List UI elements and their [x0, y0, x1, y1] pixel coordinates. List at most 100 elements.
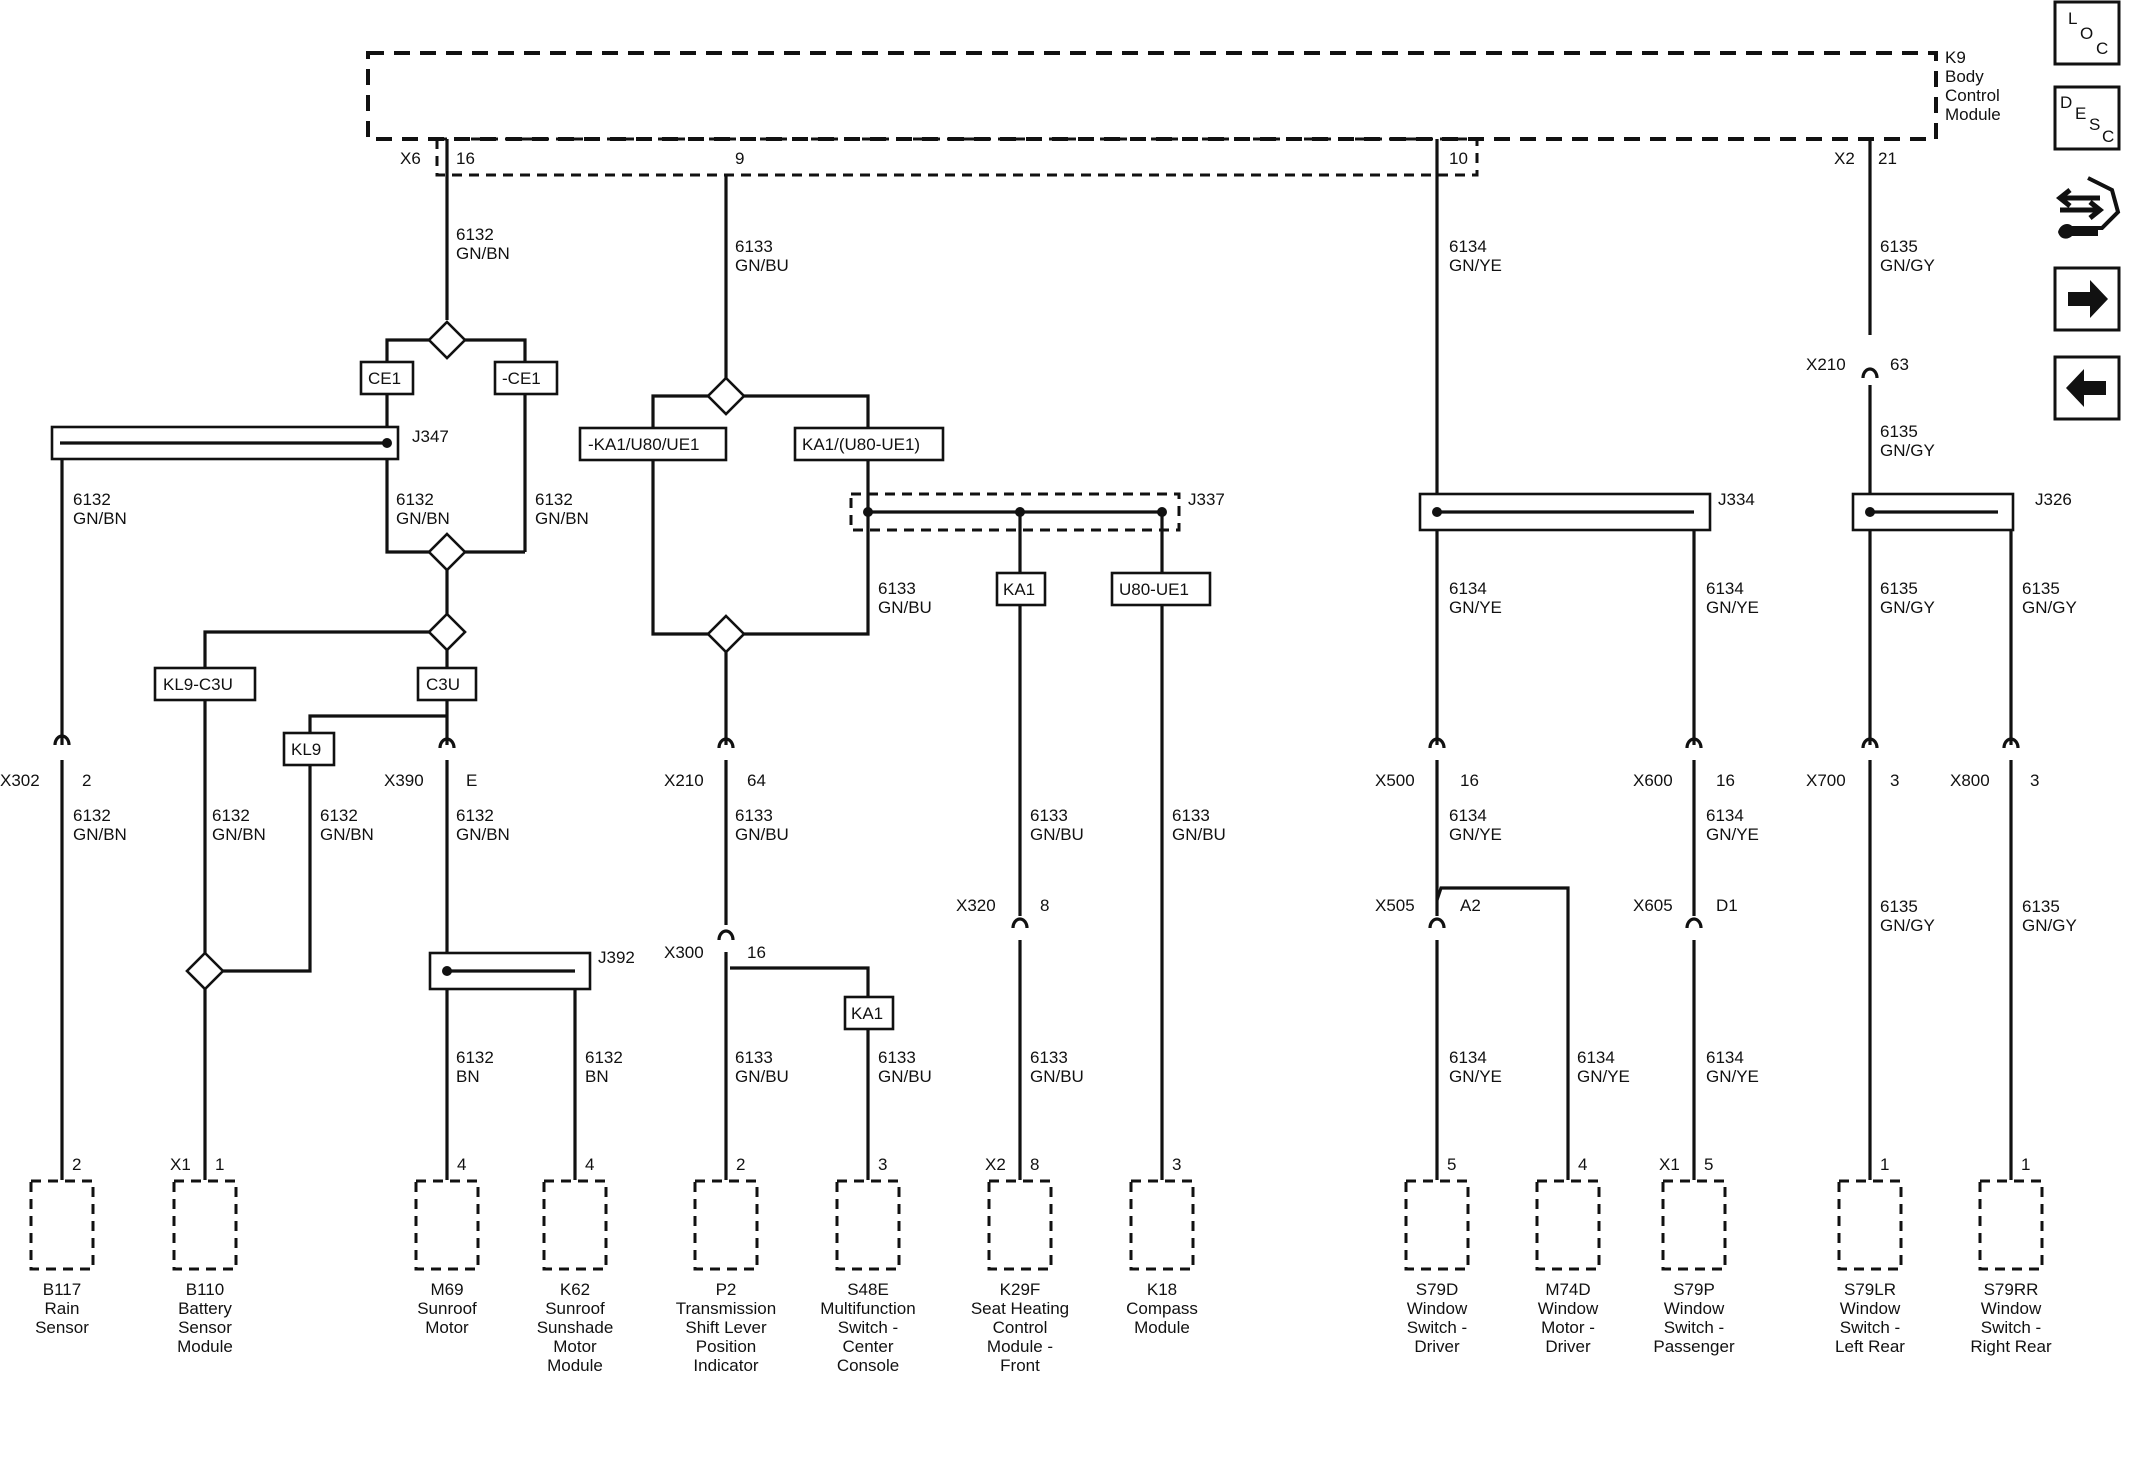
connector-pin: 64 [747, 771, 766, 790]
bcm-name-2: Control [1945, 86, 2000, 105]
component-label-line: S48E [847, 1280, 889, 1299]
arrow-left-icon[interactable] [2053, 355, 2121, 421]
wire-label: GN/BN [212, 825, 266, 844]
connector-pin: 16 [1716, 771, 1735, 790]
wire-label: GN/BU [735, 1067, 789, 1086]
wire-label: GN/BN [73, 825, 127, 844]
connector-pin: 8 [1040, 896, 1049, 915]
loc-button[interactable]: L O C [2053, 0, 2121, 66]
option-label: KL9-C3U [163, 675, 233, 694]
component-pin: 2 [736, 1155, 745, 1174]
connector-x300 [717, 929, 735, 941]
component-label-line: Center [842, 1337, 893, 1356]
option-label: -CE1 [502, 369, 541, 388]
component-label-line: Motor [425, 1318, 469, 1337]
arrow-right-icon[interactable] [2053, 266, 2121, 332]
component-label-line: Seat Heating [971, 1299, 1069, 1318]
component-box [1404, 1179, 1470, 1271]
component-label-line: K29F [1000, 1280, 1041, 1299]
component-label-line: Sunroof [417, 1299, 477, 1318]
component-label-line: Module - [987, 1337, 1053, 1356]
component-label-line: Window [1981, 1299, 2042, 1318]
connector-pin: D1 [1716, 896, 1738, 915]
option-diamond [706, 376, 746, 416]
bcm-name-1: Body [1945, 67, 1984, 86]
connector-pin: 2 [82, 771, 91, 790]
wire-label: 6134 [1577, 1048, 1615, 1067]
component-label-line: Console [837, 1356, 899, 1375]
component-label-line: Motor - [1541, 1318, 1595, 1337]
circuit-6134: 6134 GN/YE J334 6134 GN/YE 6134 GN/YE X5… [1375, 139, 1759, 1180]
wire-label: GN/BU [1030, 1067, 1084, 1086]
circuit-6132: 6132 GN/BN CE1 -CE1 J347 6132 GN/BN X302… [0, 139, 635, 1180]
wire-label: 6134 [1449, 1048, 1487, 1067]
option-label: CE1 [368, 369, 401, 388]
body-control-module: K9 Body Control Module X6 16 9 10 X2 21 [366, 48, 2001, 177]
option-label: KA1 [1003, 580, 1035, 599]
connector-x210-64 [717, 737, 735, 749]
splice-label: J392 [598, 948, 635, 967]
wire-label: 6134 [1706, 806, 1744, 825]
loc-letter: L [2068, 9, 2077, 28]
wire-label: 6135 [1880, 422, 1918, 441]
connector-pin: E [466, 771, 477, 790]
component-label-line: Switch - [1407, 1318, 1467, 1337]
component-label-line: P2 [716, 1280, 737, 1299]
circuit-6133: 6133 GN/BU -KA1/U80/UE1 KA1/(U80-UE1) 61… [578, 175, 1226, 1180]
component-pin: 3 [1172, 1155, 1181, 1174]
connector-pin: 16 [1460, 771, 1479, 790]
wire-label: 6132 [212, 806, 250, 825]
component-box [835, 1179, 901, 1271]
desc-button[interactable]: D E S C [2053, 85, 2121, 151]
component-label-line: Window [1407, 1299, 1468, 1318]
wire-label: 6133 [1172, 806, 1210, 825]
option-kl9 [282, 731, 336, 767]
component-label-line: Switch - [1981, 1318, 2041, 1337]
splice-label: J334 [1718, 490, 1755, 509]
pin-x6: X6 [400, 149, 421, 168]
connector-x700 [1861, 737, 1879, 749]
component-label-line: Window [1538, 1299, 1599, 1318]
component-connector: X2 [985, 1155, 1006, 1174]
option-diamond [427, 532, 467, 572]
component-label-line: S79D [1416, 1280, 1459, 1299]
wire-label: 6134 [1449, 237, 1487, 256]
option-ka1-u80-ue1 [793, 426, 945, 462]
wire-label: GN/GY [2022, 916, 2077, 935]
connector-pin: A2 [1460, 896, 1481, 915]
component-box [1129, 1179, 1195, 1271]
option-kl9-c3u [153, 666, 257, 702]
component-pin: 4 [585, 1155, 594, 1174]
component-pin: 4 [1578, 1155, 1587, 1174]
desc-letter: C [2102, 127, 2114, 146]
connector-pin: 3 [2030, 771, 2039, 790]
component-label-line: S79P [1673, 1280, 1715, 1299]
wire-label: GN/BU [735, 825, 789, 844]
connector-label: X302 [0, 771, 40, 790]
connector-pin: 16 [747, 943, 766, 962]
connector-label: X210 [664, 771, 704, 790]
wire-label: 6132 [320, 806, 358, 825]
connector-label: X320 [956, 896, 996, 915]
component-label-line: Driver [1545, 1337, 1591, 1356]
pin-x2: X2 [1834, 149, 1855, 168]
connector-label: X600 [1633, 771, 1673, 790]
connector-x302 [53, 734, 71, 746]
connector-tools-icon[interactable] [2055, 176, 2121, 239]
component-box [172, 1179, 238, 1271]
component-label-line: Module [177, 1337, 233, 1356]
